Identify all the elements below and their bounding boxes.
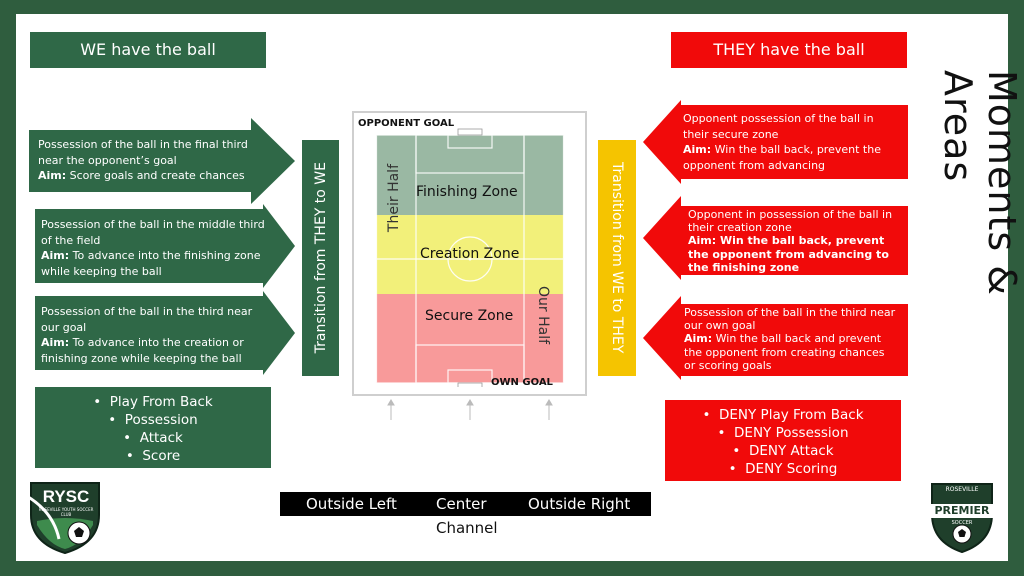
list-item: • DENY Play From Back	[702, 407, 864, 423]
we-final-third-text: Possession of the ball in the final thir…	[38, 138, 248, 182]
arrow-box-1	[29, 118, 295, 204]
we-actions-list: • Play From Back • Possession • Attack •…	[35, 393, 271, 465]
we-middle-third-text: Possession of the ball in the middle thi…	[41, 218, 265, 278]
page-title: Moments & Areas	[936, 70, 1024, 296]
list-item: • DENY Possession	[717, 425, 849, 441]
secure-zone-label: Secure Zone	[425, 308, 514, 324]
our-half-label: Our Half	[535, 286, 551, 345]
transition-to-we-bar: Transition from THEY to WE	[302, 140, 339, 376]
own-goal-label: OWN GOAL	[491, 377, 553, 388]
premier-logo-main: PREMIER	[934, 504, 990, 517]
premier-shield-icon	[928, 483, 996, 554]
red-arrow-box-3	[643, 296, 908, 380]
we-near-goal-text: Possession of the ball in the third near…	[41, 305, 253, 365]
we-header-text: WE have the ball	[80, 40, 216, 59]
opponent-goal-label: OPPONENT GOAL	[358, 118, 455, 129]
list-item: • Play From Back	[93, 394, 213, 410]
list-item: • DENY Attack	[732, 443, 834, 459]
arrow-box-2	[35, 204, 295, 288]
arrow-box-3	[35, 291, 295, 375]
premier-logo: ROSEVILLE PREMIER SOCCER	[926, 480, 998, 554]
rysc-shield-icon	[24, 482, 100, 555]
finishing-zone-label: Finishing Zone	[416, 184, 518, 200]
we-actions-box: • Play From Back • Possession • Attack •…	[35, 387, 271, 468]
list-item: • Score	[125, 448, 181, 464]
channel-outside-right: Outside Right	[528, 495, 631, 513]
red-arrow-box-2	[643, 196, 908, 280]
premier-logo-top: ROSEVILLE	[945, 486, 979, 493]
they-near-goal-text: Possession of the ball in the third near…	[684, 306, 896, 372]
list-item: • Possession	[108, 412, 198, 428]
channel-center: Center	[436, 495, 487, 513]
pitch-lines	[376, 128, 564, 387]
channel-bar: Outside Left Center Outside Right	[280, 492, 651, 516]
creation-zone-label: Creation Zone	[420, 246, 520, 262]
channel-outside-left: Outside Left	[306, 495, 397, 513]
red-arrow-box-1	[643, 100, 908, 184]
rysc-logo-sub: ROSEVILLE YOUTH SOCCER CLUB	[38, 507, 94, 517]
slide: WE have the ball THEY have the ball Mome…	[16, 14, 1024, 561]
premier-logo-bottom: SOCCER	[951, 520, 973, 526]
secure-zone	[376, 294, 564, 383]
rysc-logo-text: RYSC	[42, 487, 90, 506]
they-actions-list: • DENY Play From Back • DENY Possession …	[665, 406, 901, 478]
list-item: • Attack	[123, 430, 183, 446]
channel-arrows	[387, 399, 553, 420]
they-have-ball-header: THEY have the ball	[671, 32, 907, 68]
list-item: • DENY Scoring	[728, 461, 838, 477]
rysc-logo: RYSC ROSEVILLE YOUTH SOCCER CLUB	[23, 481, 107, 555]
transition-to-they-text: Transition from WE to THEY	[609, 162, 625, 354]
their-half-label: Their Half	[386, 164, 402, 233]
they-header-text: THEY have the ball	[713, 40, 865, 59]
they-creation-zone-text: Opponent in possession of the ball in th…	[688, 208, 893, 274]
they-actions-box: • DENY Play From Back • DENY Possession …	[665, 400, 901, 481]
transition-to-we-text: Transition from THEY to WE	[312, 162, 329, 354]
we-have-ball-header: WE have the ball	[30, 32, 266, 68]
they-secure-zone-text: Opponent possession of the ball in their…	[683, 112, 881, 172]
transition-to-they-bar: Transition from WE to THEY	[598, 140, 636, 376]
channel-label: Channel	[436, 519, 498, 537]
